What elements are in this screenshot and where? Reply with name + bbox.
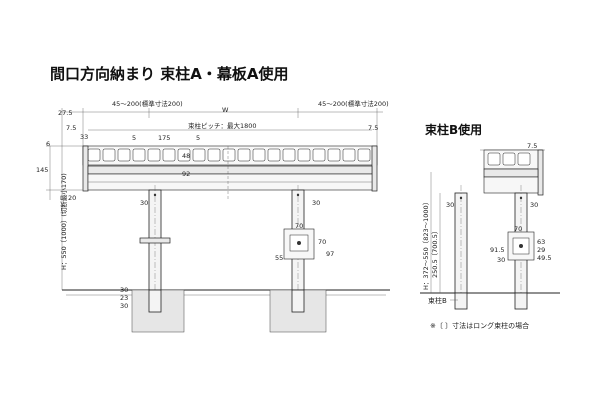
dim-7-5-left: 7.5: [66, 124, 76, 132]
dim-70-a: 70: [295, 222, 303, 230]
dim-30-a: 30: [140, 199, 148, 207]
dim-b-49-5: 49.5: [537, 254, 551, 262]
dim-30-c: 30: [120, 286, 128, 294]
page-title: 間口方向納まり 束柱A・幕板A使用: [50, 65, 288, 83]
dim-b-70: 70: [514, 225, 522, 233]
dim-height-b: H：372～550〔823～1000〕: [422, 199, 430, 290]
footnote: ※〔 〕寸法はロング束柱の場合: [430, 321, 529, 330]
dim-b-91-5: 91.5: [490, 246, 504, 254]
post-b-elevation: 7.5 30 30 70 63 29 49.5 91.5 30: [420, 142, 560, 310]
dim-145: 145: [36, 166, 48, 174]
dim-5-b: 5: [196, 134, 200, 142]
dim-70-b: 70: [318, 238, 326, 246]
dim-23: 23: [120, 294, 128, 302]
dim-55: 55: [275, 254, 283, 262]
deck-holes: [87, 148, 371, 162]
dim-b-29: 29: [537, 246, 545, 254]
dim-b-30-b: 30: [530, 201, 538, 209]
dim-w: W: [222, 106, 229, 114]
dim-20: 20: [68, 194, 76, 202]
dim-27-5: 27.5: [58, 109, 72, 117]
dim-b-63: 63: [537, 238, 545, 246]
dim-175: 175: [158, 134, 170, 142]
label-post-b: 束柱B: [428, 296, 447, 305]
dim-48: 48: [182, 152, 190, 160]
dim-overhang-left: 45～200(標準寸法200): [112, 99, 183, 108]
dim-b-30-c: 30: [497, 256, 505, 264]
dim-33: 33: [80, 133, 88, 141]
dim-pitch: 束柱ピッチ：最大1800: [188, 121, 257, 130]
dim-5-a: 5: [132, 134, 136, 142]
dim-6: 6: [46, 140, 50, 148]
dim-7-5-right: 7.5: [368, 124, 378, 132]
dim-b-7-5: 7.5: [527, 142, 537, 150]
dim-height-b2: 250.5〔700.5〕: [431, 228, 439, 278]
dim-b-30-a: 30: [446, 201, 454, 209]
main-elevation: 27.5 45～200(標準寸法200) W 45～200(標準寸法200) 7…: [36, 99, 390, 333]
subtitle-post-b: 束柱B使用: [424, 122, 482, 137]
dim-height-left: H：550〔1000〕(切断最小170): [59, 173, 68, 270]
dim-30-d: 30: [120, 302, 128, 310]
dim-92: 92: [182, 170, 190, 178]
dim-97: 97: [326, 250, 334, 258]
dim-overhang-right: 45～200(標準寸法200): [318, 99, 389, 108]
dim-30-b: 30: [312, 199, 320, 207]
